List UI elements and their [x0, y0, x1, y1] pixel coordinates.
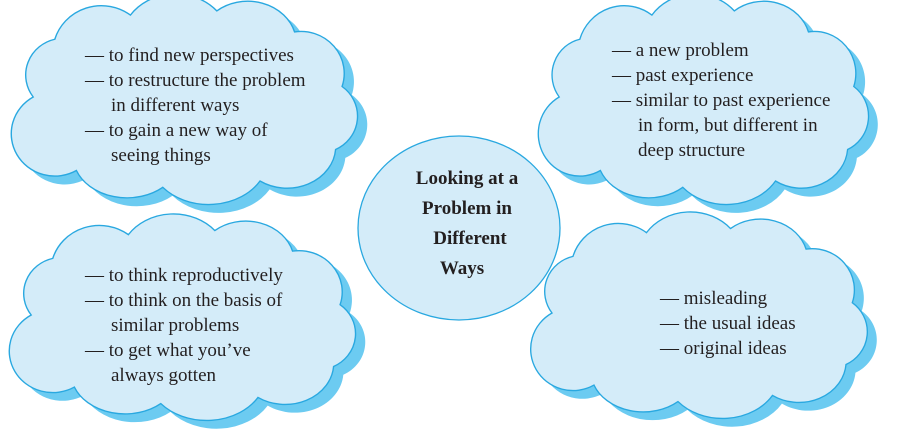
cloud-line: — to get what you’ve	[84, 340, 251, 361]
cloud-line: — to think reproductively	[84, 265, 283, 286]
cloud-line: seeing things	[111, 145, 211, 166]
cloud-line: always gotten	[111, 365, 217, 386]
central-topic: Looking at a Problem in Different Ways	[357, 135, 561, 321]
central-line: Problem in	[422, 198, 512, 219]
cloud-line: similar problems	[111, 315, 239, 336]
cloud-line: — similar to past experience	[611, 90, 830, 111]
central-line: Ways	[440, 258, 484, 279]
cloud-line: — to think on the basis of	[84, 290, 283, 311]
cloud-line: in form, but different in	[638, 115, 818, 136]
cloud-line: — original ideas	[659, 338, 787, 359]
cloud-line: — to find new perspectives	[84, 45, 294, 66]
central-line: Looking at a	[416, 168, 519, 189]
cloud-line: — the usual ideas	[659, 313, 796, 334]
cloud-line: deep structure	[638, 140, 745, 161]
central-line: Different	[433, 228, 507, 249]
cloud-line: — to gain a new way of	[84, 120, 268, 141]
cloud-line: in different ways	[111, 95, 239, 116]
cloud-line: — misleading	[659, 288, 768, 309]
cloud-texts: — to find new perspectives — to restructu…	[84, 40, 830, 386]
cloud-line: — a new problem	[611, 40, 749, 61]
cloud-line: — past experience	[611, 65, 753, 86]
central-ellipse	[357, 135, 561, 321]
cloud-line: — to restructure the problem	[84, 70, 306, 91]
